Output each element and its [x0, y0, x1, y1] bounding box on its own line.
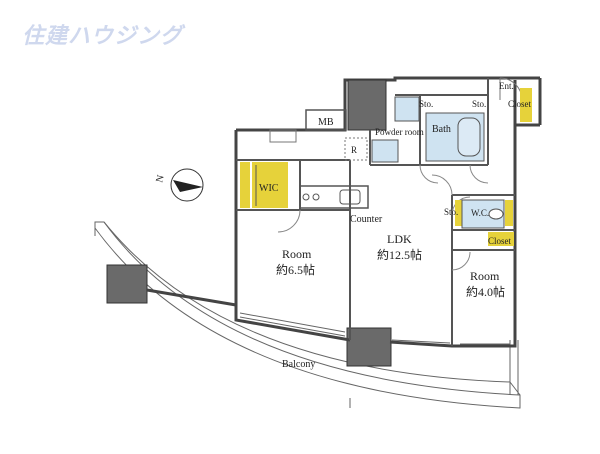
refrigerator-space — [344, 137, 368, 161]
label-room-left: Room — [282, 247, 312, 261]
label-wc: W.C. — [471, 208, 489, 218]
wic-storage-main — [252, 162, 288, 208]
label-wic: WIC — [259, 183, 279, 194]
label-refrigerator: R — [351, 145, 357, 155]
label-sto-top-right: Sto. — [472, 99, 486, 109]
label-room-right: Room — [470, 269, 500, 283]
washer-pan — [394, 96, 420, 122]
label-ldk-size: 約12.5帖 — [377, 247, 422, 262]
brand-logo: 住建ハウジング — [22, 24, 184, 49]
label-room-left-size: 約6.5帖 — [276, 262, 315, 277]
mb-closet — [305, 109, 347, 131]
closet-mid-storage — [488, 232, 514, 246]
column-center — [346, 327, 392, 367]
north-arrow: N — [154, 168, 204, 202]
label-mb: MB — [318, 117, 334, 128]
label-bath: Bath — [432, 124, 451, 135]
label-ldk: LDK — [387, 232, 412, 246]
balcony-area — [94, 221, 521, 409]
sto-wc-storage — [455, 200, 463, 226]
powder-sink — [371, 139, 399, 163]
sto-wc-right-storage — [505, 200, 513, 226]
mb-shelf — [269, 129, 297, 143]
label-room-right-size: 約4.0帖 — [466, 284, 505, 299]
north-label: N — [154, 174, 166, 184]
kitchen-sink — [339, 189, 361, 205]
label-closet-mid: Closet — [488, 236, 512, 246]
stove-burner-1 — [302, 193, 310, 201]
column-left — [106, 264, 148, 304]
closet-top-storage — [520, 88, 532, 122]
label-sto-wc: Sto. — [444, 207, 458, 217]
label-balcony: Balcony — [282, 359, 315, 370]
label-ent: Ent. — [499, 81, 514, 91]
label-sto-top-left: Sto. — [419, 99, 433, 109]
stove-burner-2 — [312, 193, 320, 201]
column-top — [347, 79, 387, 131]
label-counter: Counter — [350, 214, 383, 225]
kitchen-counter — [299, 185, 369, 209]
label-closet-top: Closet — [508, 99, 532, 109]
toilet-icon — [488, 208, 504, 220]
wic-storage — [240, 162, 250, 208]
bathtub — [457, 117, 481, 157]
sliding-windows — [239, 312, 510, 345]
label-powder-room: Powder room — [375, 127, 424, 137]
